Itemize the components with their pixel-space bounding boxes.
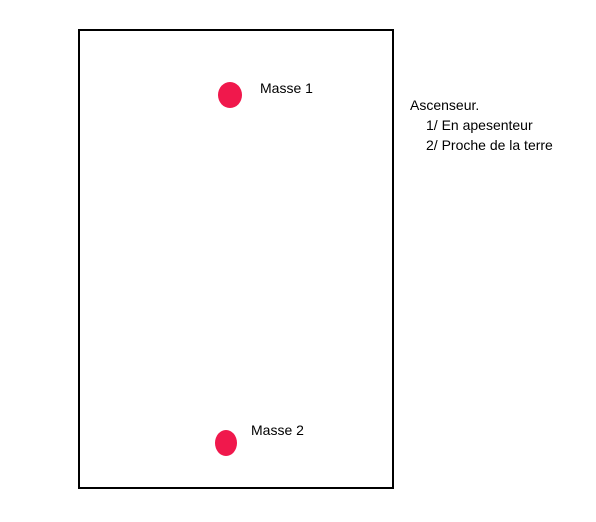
mass-1-dot (218, 82, 242, 108)
mass-2-dot (215, 430, 237, 456)
legend: Ascenseur. 1/ En apesenteur 2/ Proche de… (410, 95, 553, 155)
mass-2-label: Masse 2 (251, 422, 304, 438)
legend-title: Ascenseur. (410, 97, 480, 113)
legend-item-1: 1/ En apesenteur (426, 117, 533, 133)
mass-1-label: Masse 1 (260, 80, 313, 96)
legend-item-2: 2/ Proche de la terre (426, 137, 553, 153)
elevator-box (78, 29, 394, 489)
